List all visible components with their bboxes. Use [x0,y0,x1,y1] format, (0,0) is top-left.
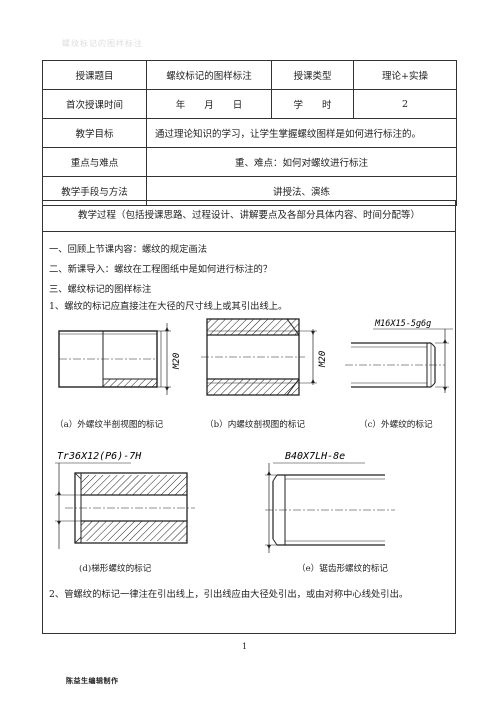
caption-d: (d)梯形螺纹的标记 [79,564,152,574]
cell-focus-label: 重点与难点 [42,147,147,177]
figure-c-external-thread: M16X15-5g6g [345,319,453,393]
figure-e-buttress-thread: B40X7LH-8e [265,451,395,553]
figure-e-label: B40X7LH-8e [285,451,345,462]
process-line-5: 2、管螺纹的标记一律注在引出线上，引出线应由大径处引出，或由对称中心线处引出。 [49,589,409,600]
table-row: 首次授课时间 年 月 日 学 时 2 [42,89,457,119]
figure-d-trapezoidal-thread: Tr36X12(P6)-7H [55,451,195,549]
figure-d-label: Tr36X12(P6)-7H [57,451,142,462]
caption-a: （a）外螺纹半剖视图的标记 [55,420,164,430]
cell-method-label: 教学手段与方法 [42,176,147,206]
cell-hours-label: 学 时 [271,89,354,119]
cell-course-title-label: 授课题目 [42,60,147,90]
process-line-4: 1、螺纹的标记应直接注在大径的尺寸线上或其引出线上。 [49,301,288,312]
faint-header: 螺纹标记的图样标注 [62,39,143,48]
table-row: 教学手段与方法 讲授法、演练 [42,176,457,206]
footer-credit: 陈益生编辑制作 [66,676,119,685]
figure-a-label: M20 [172,353,182,370]
figure-a-external-half-section: M20 [58,323,182,395]
cell-hours: 2 [353,89,457,119]
page-number: 1 [242,642,248,651]
caption-b: （b）内螺纹剖视图的标记 [205,420,306,430]
process-line-3: 三、螺纹标记的图样标注 [49,284,152,295]
cell-goal: 通过理论知识的学习，让学生掌握螺纹图样是如何进行标注的。 [146,118,457,148]
cell-first-time-label: 首次授课时间 [42,89,147,119]
process-line-2: 二、新课导入：螺纹在工程图纸中是如何进行标注的？ [49,264,273,275]
caption-e: （e）锯齿形螺纹的标记 [297,564,389,574]
process-heading: 教学过程（包括授课思路、过程设计、讲解要点及各部分具体内容、时间分配等） [43,201,455,232]
teaching-process-section: 教学过程（包括授课思路、过程设计、讲解要点及各部分具体内容、时间分配等） 一、回… [42,200,456,634]
table-row: 授课题目 螺纹标记的图样标注 授课类型 理论+实操 [42,60,457,90]
figure-b-label: M20 [318,351,328,368]
lesson-meta-table: 授课题目 螺纹标记的图样标注 授课类型 理论+实操 首次授课时间 年 月 日 学… [42,60,457,206]
cell-focus: 重、难点：如何对螺纹进行标注 [146,147,457,177]
cell-first-time: 年 月 日 [146,89,272,119]
cell-goal-label: 教学目标 [42,118,147,148]
table-row: 重点与难点 重、难点：如何对螺纹进行标注 [42,147,457,177]
figure-b-internal-section: M20 [201,318,328,396]
cell-method: 讲授法、演练 [146,176,457,206]
figure-c-label: M16X15-5g6g [374,319,431,329]
cell-course-type: 理论+实操 [353,60,457,90]
table-row: 教学目标 通过理论知识的学习，让学生掌握螺纹图样是如何进行标注的。 [42,118,457,148]
caption-c: （c）外螺纹的标记 [359,420,433,430]
cell-course-type-label: 授课类型 [271,60,354,90]
cell-course-title: 螺纹标记的图样标注 [146,60,272,90]
process-line-1: 一、回顾上节课内容：螺纹的规定画法 [49,244,208,255]
